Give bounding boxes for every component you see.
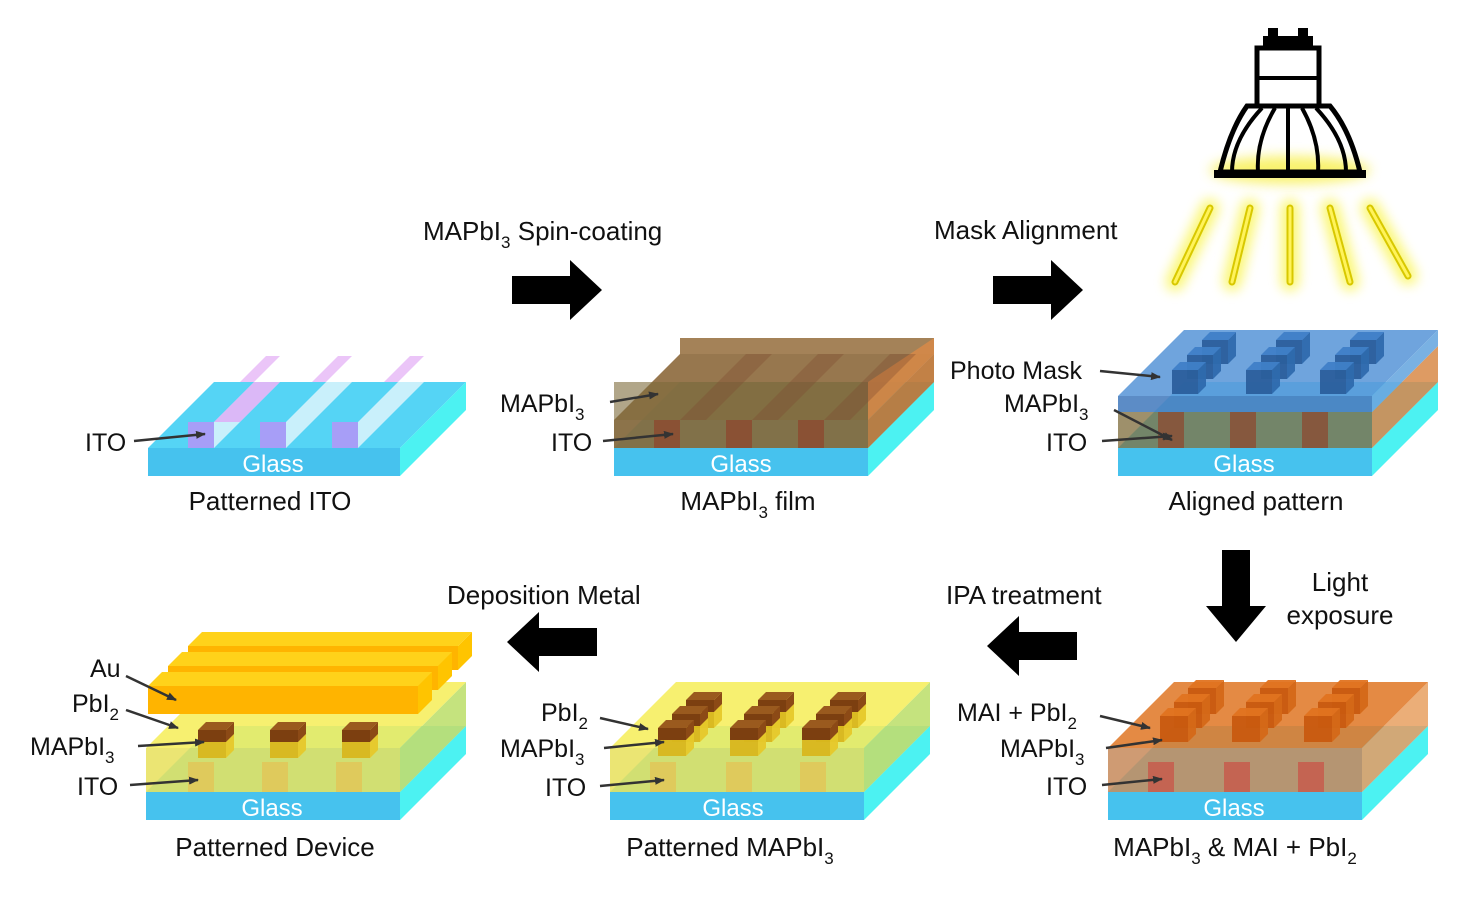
ito-label: ITO (1046, 773, 1087, 801)
mapbi3-label: MAPbI3 (1000, 735, 1085, 769)
caption-aligned-pattern: Aligned pattern (1169, 486, 1344, 516)
device-blocks (198, 722, 378, 758)
mai-pbi2-block (1232, 708, 1268, 742)
pbi2-pointer-arrow (599, 716, 649, 731)
pbi2-block (198, 722, 234, 742)
mai-pbi2-block (1160, 708, 1196, 742)
left-arrow-icon (507, 612, 597, 672)
pbi2-label: PbI2 (72, 690, 119, 724)
ito-label: ITO (551, 429, 592, 457)
panel-mapbi3-mai-pbi2: Glass MAI + PbI2 MAPbI3 ITO MAPbI3 & MAI… (957, 680, 1428, 868)
mai-pbi2-block (1304, 708, 1340, 742)
mapbi3-label: MAPbI3 (500, 390, 585, 424)
panel-patterned-mapbi3: Glass PbI2 MAPbI3 ITO Patterned MAPbI3 (500, 682, 930, 868)
photo-mask-pointer-arrow (1099, 369, 1161, 381)
step-ipa-treatment-label: IPA treatment (946, 580, 1102, 610)
mask-block (1246, 362, 1280, 394)
mai-pbi2-blocks (1160, 680, 1368, 742)
step-deposition-metal: Deposition Metal (447, 580, 641, 672)
mapbi3-pointer-arrow (603, 738, 665, 750)
mask-block (1172, 362, 1206, 394)
panel-mapbi3-film: Glass MAPbI3 ITO MAPbI3 film (500, 338, 934, 522)
ito-stripe (654, 354, 916, 448)
panel-aligned-pattern: Glass Photo Mask MAPbI3 ITO Aligned patt… (950, 330, 1438, 516)
left-arrow-icon (987, 616, 1077, 676)
right-arrow-icon (993, 260, 1083, 320)
mai-pbi2-label: MAI + PbI2 (957, 699, 1077, 733)
ito-label: ITO (545, 774, 586, 802)
mapbi3-pbi2-blocks (658, 692, 866, 756)
au-pointer-arrow (125, 674, 177, 702)
ito-label: ITO (85, 429, 126, 457)
step-deposition-metal-label: Deposition Metal (447, 580, 641, 610)
glass-label: Glass (1213, 451, 1274, 478)
caption-mapbi3-mai-pbi2: MAPbI3 & MAI + PbI2 (1113, 832, 1357, 868)
step-mask-alignment-label: Mask Alignment (934, 215, 1118, 245)
ito-pointer-arrow (129, 776, 199, 787)
down-arrow-icon (1206, 550, 1266, 642)
glass-label: Glass (702, 795, 763, 822)
mapbi3-pointer-arrow (1113, 408, 1173, 442)
au-label: Au (90, 655, 121, 683)
right-arrow-icon (512, 260, 602, 320)
glass-label: Glass (710, 451, 771, 478)
step-mask-alignment: Mask Alignment (934, 215, 1118, 320)
mapbi3-label: MAPbI3 (1004, 390, 1089, 424)
caption-patterned-device: Patterned Device (175, 832, 374, 862)
au-electrodes (148, 632, 472, 714)
mask-block (1320, 362, 1354, 394)
step-spin-coating: MAPbI3 Spin-coating (423, 216, 662, 320)
step-ipa-treatment: IPA treatment (946, 580, 1102, 676)
panel-patterned-ito: Glass ITO Patterned ITO (85, 356, 466, 516)
caption-patterned-mapbi3: Patterned MAPbI3 (626, 832, 833, 868)
ito-pointer-arrow (1101, 775, 1163, 787)
au-bar (148, 672, 432, 714)
ito-pointer-arrow (602, 430, 674, 443)
ito-label: ITO (77, 773, 118, 801)
ito-label: ITO (1046, 429, 1087, 457)
mapbi3-film-layer (1118, 346, 1438, 448)
pbi2-block (658, 720, 694, 740)
pbi2-block (758, 692, 794, 712)
mapbi3-pointer-arrow (137, 738, 205, 748)
pbi2-pointer-arrow (125, 708, 179, 730)
ito-pointer-arrow (599, 776, 665, 788)
light-beams (1166, 199, 1417, 291)
step-light-exposure: Light exposure (1206, 550, 1393, 642)
step-exposure-label: exposure (1287, 600, 1394, 630)
glass-label: Glass (241, 795, 302, 822)
pbi2-block (342, 722, 378, 742)
caption-patterned-ito: Patterned ITO (189, 486, 352, 516)
mapbi3-label: MAPbI3 (30, 733, 115, 767)
panel-patterned-device: Glass Au PbI2 MAPbI3 ITO Patterned Devic… (30, 632, 472, 862)
pbi2-block (802, 720, 838, 740)
mapbi3-pointer-arrow (1105, 737, 1163, 750)
ito-pointer-arrow (133, 430, 206, 443)
pbi2-label: PbI2 (541, 699, 588, 733)
mai-pbi2-pointer-arrow (1099, 714, 1151, 730)
caption-mapbi3-film: MAPbI3 film (680, 486, 815, 522)
step-spin-coating-label: MAPbI3 Spin-coating (423, 216, 662, 252)
step-light-label: Light (1312, 567, 1369, 597)
ito-stripe (260, 356, 352, 448)
glass-label: Glass (242, 451, 303, 478)
pbi2-block (270, 722, 306, 742)
mask-blocks (1172, 332, 1384, 394)
pbi2-block (730, 720, 766, 740)
mapbi3-label: MAPbI3 (500, 735, 585, 769)
glass-label: Glass (1203, 795, 1264, 822)
photo-mask-label: Photo Mask (950, 357, 1083, 385)
uv-lamp-icon (1210, 28, 1370, 184)
ito-stripe (188, 356, 280, 448)
mapbi3-pointer-arrow (609, 391, 659, 404)
ito-stripe (332, 356, 424, 448)
ito-pointer-arrow (1101, 432, 1173, 443)
